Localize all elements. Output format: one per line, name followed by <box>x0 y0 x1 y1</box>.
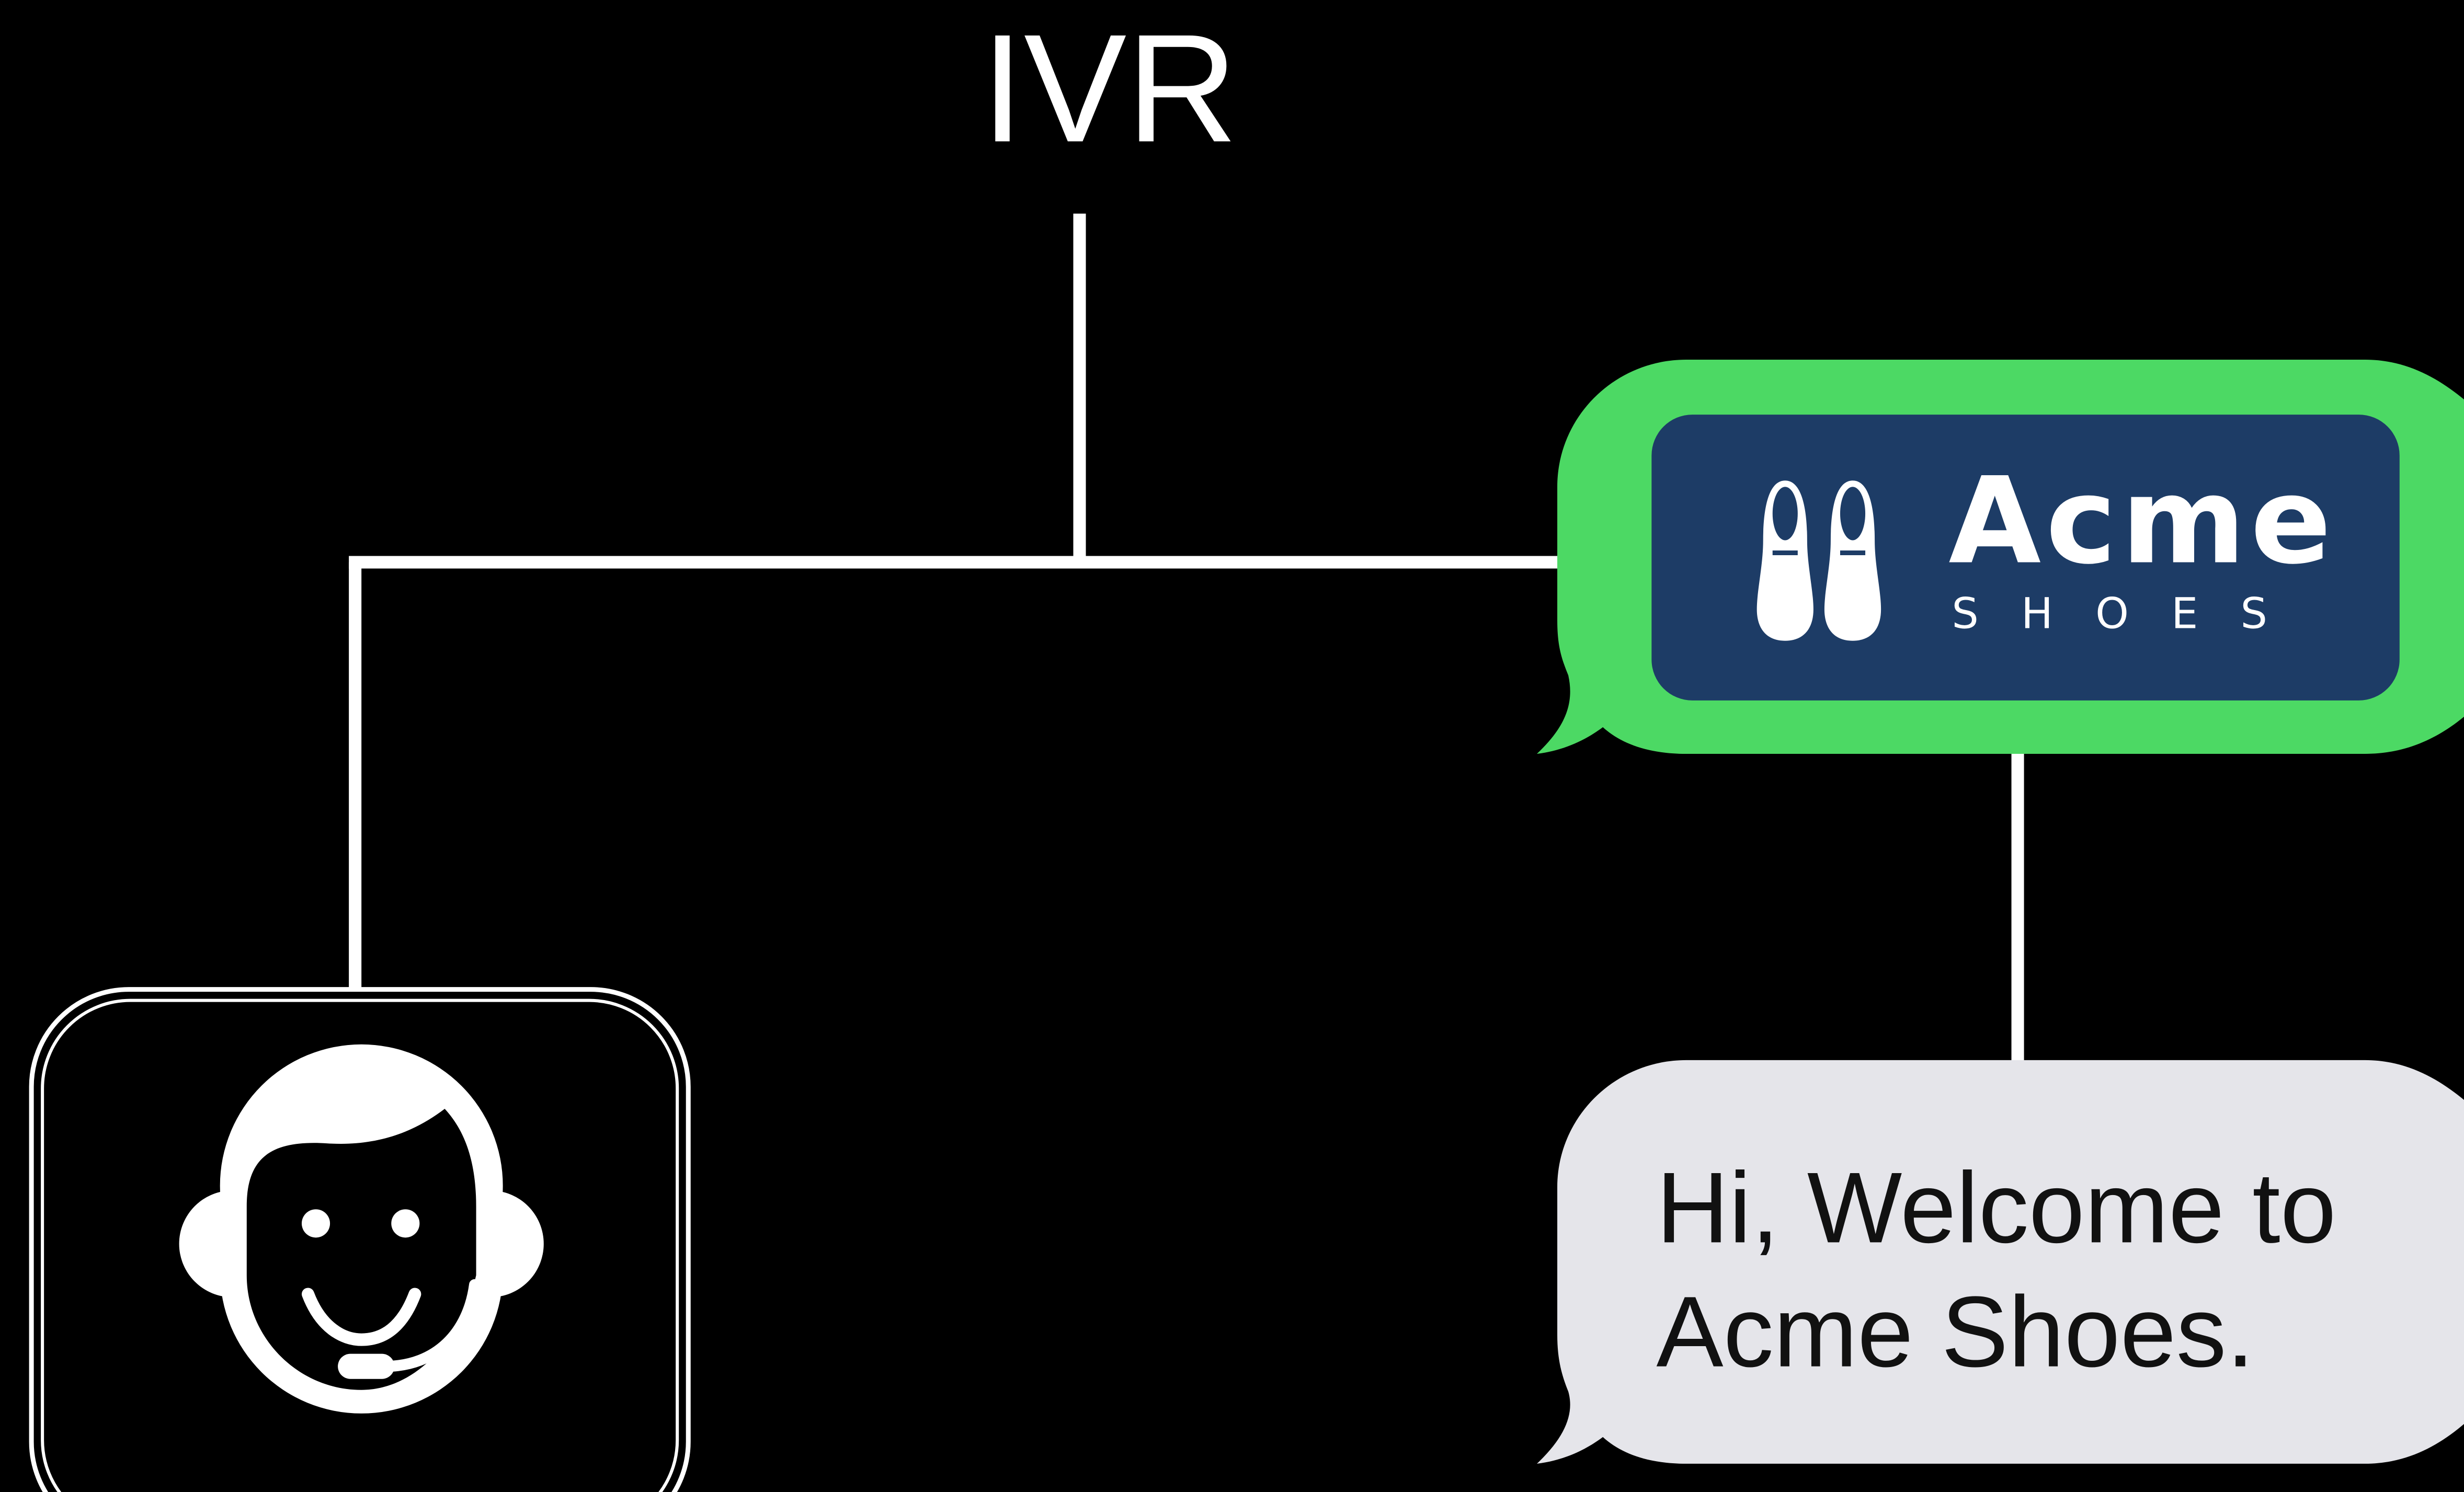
brand-node: Acme SHOES <box>1536 359 2464 754</box>
brand-name: Acme <box>1948 452 2336 591</box>
shoes-icon <box>1756 480 1881 641</box>
message-bubble <box>1536 1060 2464 1464</box>
agent-node <box>29 987 691 1492</box>
connector-lines <box>349 213 2024 1065</box>
message-line-1: Hi, Welcome to <box>1656 1151 2336 1264</box>
brand-tagline: SHOES <box>1952 590 2310 639</box>
message-line-2: Acme Shoes. <box>1656 1276 2254 1388</box>
diagram-title: IVR <box>981 2 1238 174</box>
message-node: Hi, Welcome to Acme Shoes. <box>1536 1060 2464 1464</box>
agent-headset-icon <box>179 1044 544 1414</box>
